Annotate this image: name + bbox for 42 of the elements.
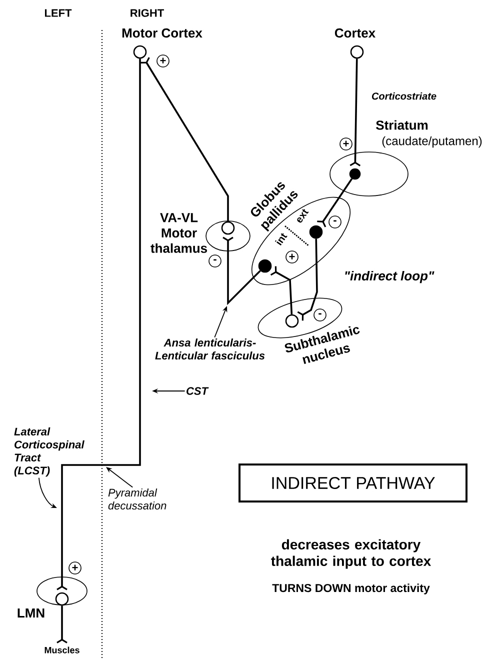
polarity-sign: + xyxy=(286,250,298,264)
region-label: Cortex xyxy=(334,28,376,38)
tract-label: Lateral Corticospinal Tract (LCST) xyxy=(14,427,84,477)
polarity-sign: + xyxy=(68,562,82,574)
polarity-sign: - xyxy=(314,308,326,322)
region-label: (caudate/putamen) xyxy=(382,136,482,148)
tract-label: Pyramidal decussation xyxy=(108,488,166,510)
neuron-body xyxy=(258,259,272,273)
note-text: RIGHT xyxy=(130,9,164,17)
neural-pathway xyxy=(56,606,68,644)
region-label: Striatum xyxy=(376,120,428,130)
region-label: int xyxy=(274,233,288,246)
neural-pathway xyxy=(270,266,293,314)
neuron-body xyxy=(221,221,235,235)
polarity-sign: + xyxy=(156,54,170,68)
neural-pathway xyxy=(56,58,141,590)
polarity-sign: - xyxy=(208,254,222,268)
edge-label: Corticostriate xyxy=(370,91,438,101)
neural-pathway xyxy=(140,57,229,222)
note-text: LEFT xyxy=(45,9,72,17)
region-label: VA-VL Motor thalamus xyxy=(150,213,207,253)
neural-pathway xyxy=(317,178,353,228)
tract-label: CST xyxy=(186,387,209,395)
title-box: INDIRECT PATHWAY xyxy=(238,464,468,502)
neuron-body xyxy=(349,168,361,180)
neuron-body xyxy=(55,592,69,606)
polarity-sign: - xyxy=(328,216,342,228)
neural-pathway xyxy=(350,58,361,166)
note-text: TURNS DOWN motor activity xyxy=(272,584,430,594)
neural-pathway xyxy=(297,238,318,321)
tract-label: Ansa lenticularis- Lenticular fasciculus xyxy=(150,337,270,361)
tract-label: Muscles xyxy=(44,646,80,654)
note-text: decreases excitatory thalamic input to cortex xyxy=(271,539,431,569)
polarity-sign: + xyxy=(340,138,352,150)
region-label: LMN xyxy=(18,608,44,618)
region-label: ext xyxy=(297,209,309,223)
region-label: Motor Cortex xyxy=(122,28,202,38)
leader-arrow xyxy=(106,467,134,488)
neuron-body xyxy=(309,225,323,239)
note-text: "indirect loop" xyxy=(345,270,434,284)
neural-pathway xyxy=(222,236,261,306)
neuron-body xyxy=(285,314,299,328)
